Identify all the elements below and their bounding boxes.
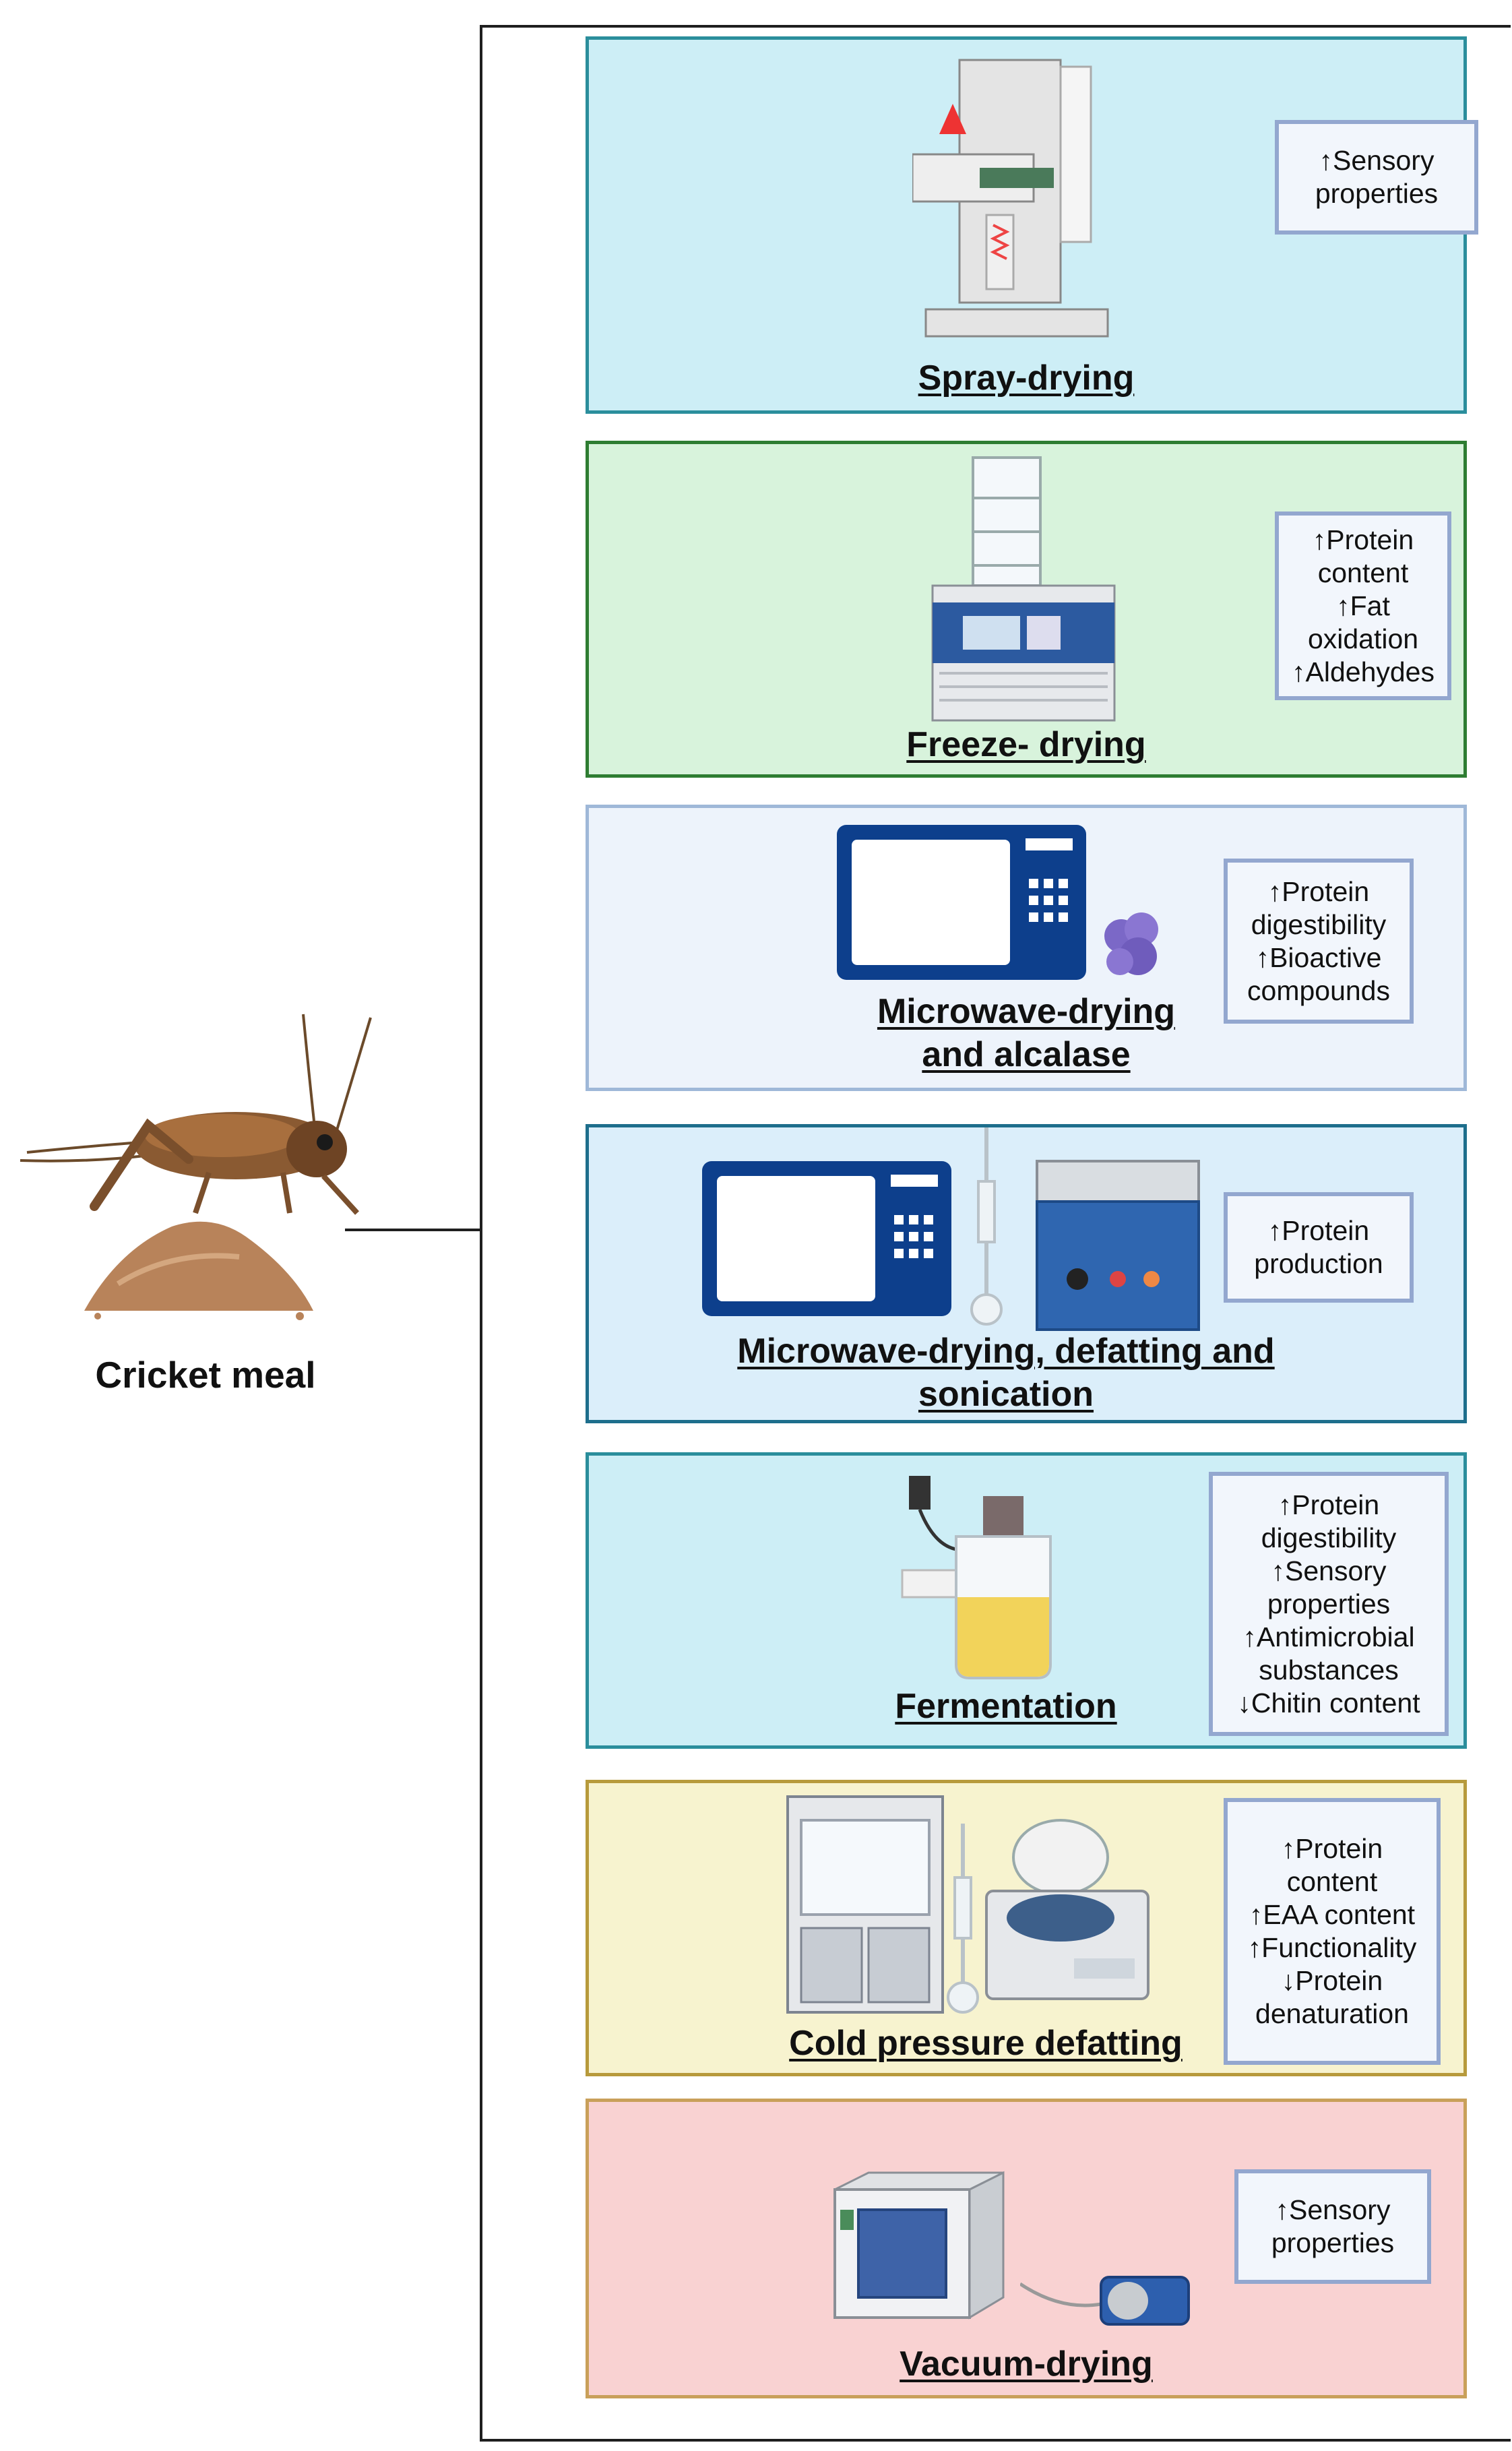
soxhlet-extractor-icon (970, 1127, 1003, 1326)
frame-vertical-line (480, 25, 482, 2442)
vacuum-oven-icon (833, 2171, 1005, 2320)
panel-caption: Fermentation (895, 1687, 1117, 1726)
microwave-icon (837, 825, 1086, 980)
alcalase-enzyme-icon (1104, 912, 1158, 975)
connector-line (345, 1229, 481, 1231)
panel-caption: Freeze- drying (906, 725, 1146, 764)
microwave-icon (702, 1161, 951, 1316)
frame-bottom-line (480, 2439, 1511, 2442)
vacuum-pump-icon (1020, 2276, 1190, 2326)
panel-caption: Spray-drying (918, 359, 1135, 398)
ultrasonic-bath-icon (1036, 1160, 1200, 1331)
spray-dryer-icon (912, 59, 1109, 338)
panel-caption: Cold pressure defatting (789, 2024, 1183, 2063)
soxhlet-extractor-icon (947, 1824, 979, 2014)
powder-pile-icon (84, 1221, 313, 1320)
freeze-dryer-icon (931, 456, 1116, 722)
cricket-icon (20, 1014, 372, 1215)
cricket-meal-label: Cricket meal (95, 1354, 316, 1396)
panel-caption: Vacuum-drying (900, 2345, 1153, 2384)
centrifuge-icon (985, 1819, 1149, 2000)
fermenter-icon (901, 1476, 1052, 1679)
fume-hood-icon (786, 1795, 944, 2014)
frame-top-line (480, 25, 1511, 28)
